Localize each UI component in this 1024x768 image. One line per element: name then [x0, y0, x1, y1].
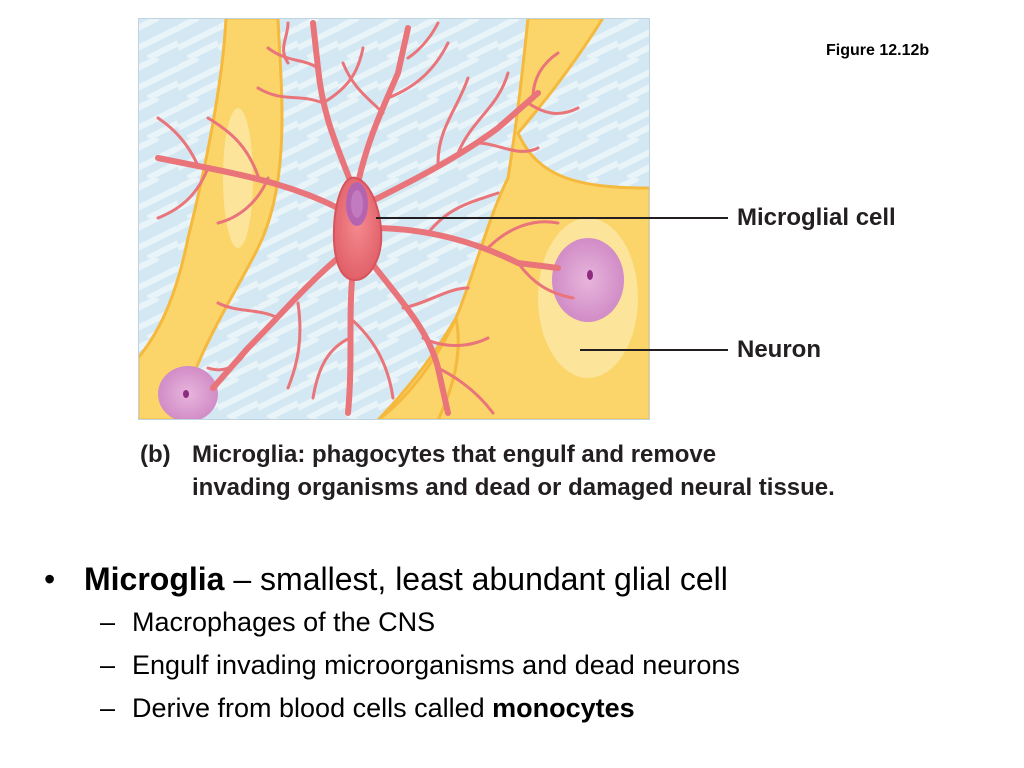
sub-bullet-text: Macrophages of the CNS [132, 607, 436, 637]
bullet-list: • Microglia – smallest, least abundant gl… [44, 557, 740, 730]
microglia-illustration [138, 18, 650, 420]
microglial-cell-leader-line [376, 217, 728, 219]
microglia-processes [155, 20, 580, 416]
caption-line-1: (b) Microglia: phagocytes that engulf and… [140, 438, 835, 471]
sub-bullet-strong: monocytes [492, 693, 635, 723]
neuron-label: Neuron [737, 336, 821, 363]
sub-bullet: –Derive from blood cells called monocyte… [44, 687, 740, 730]
sub-bullet: –Macrophages of the CNS [44, 601, 740, 644]
figure-reference: Figure 12.12b [826, 42, 930, 59]
microglia-drawing [138, 18, 650, 420]
microglial-cell-label: Microglial cell [737, 204, 896, 231]
sub-bullet-marker: – [100, 607, 116, 637]
bullet-main: • Microglia – smallest, least abundant gl… [44, 557, 740, 601]
caption-text-2: invading organisms and dead or damaged n… [192, 474, 835, 501]
bullet-main-term: Microglia [84, 561, 225, 597]
sub-bullet-text: Derive from blood cells called [132, 693, 493, 723]
caption-text-1: phagocytes that engulf and remove [312, 441, 717, 468]
sub-bullet: –Engulf invading microorganisms and dead… [44, 644, 740, 687]
caption-term: Microglia: [192, 441, 306, 468]
neuron-nucleus [552, 238, 624, 322]
bullet-marker: • [44, 561, 56, 597]
caption-tag: (b) [140, 441, 171, 468]
neuron-leader-line [580, 349, 728, 351]
bullet-main-text: – smallest, least abundant glial cell [224, 561, 728, 597]
sub-bullet-marker: – [100, 693, 116, 723]
sub-bullet-marker: – [100, 650, 116, 680]
sub-bullet-text: Engulf invading microorganisms and dead … [132, 650, 740, 680]
figure-caption: (b) Microglia: phagocytes that engulf and… [140, 438, 835, 504]
caption-line-2: invading organisms and dead or damaged n… [140, 471, 835, 504]
